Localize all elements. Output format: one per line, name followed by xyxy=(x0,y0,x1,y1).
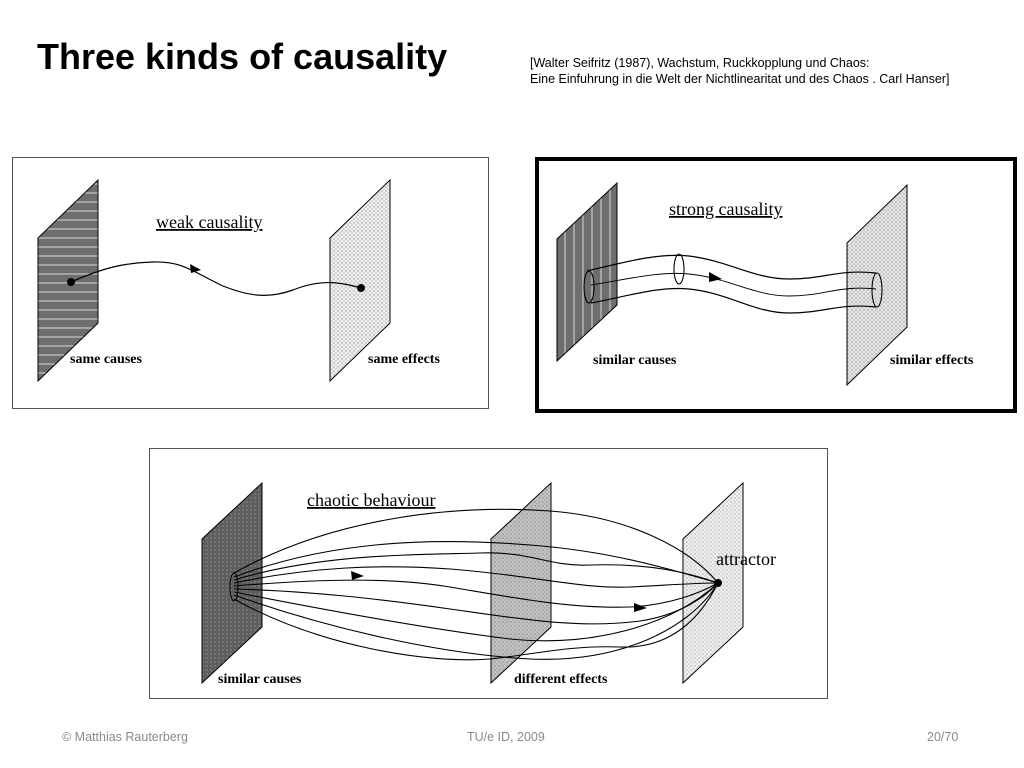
footer-course: TU/e ID, 2009 xyxy=(467,730,545,744)
chaotic-behaviour-heading: chaotic behaviour xyxy=(307,490,435,510)
causal-trajectory xyxy=(70,261,362,296)
footer-page-number: 20/70 xyxy=(927,730,959,744)
effect-plane xyxy=(329,178,391,383)
reference-line-1: [Walter Seifritz (1987), Wachstum, Ruckk… xyxy=(530,56,870,70)
same-effects-label: same effects xyxy=(368,352,440,367)
weak-causality-diagram: weak causality same causes same effects xyxy=(37,178,440,383)
direction-arrow xyxy=(709,272,722,282)
weak-causality-panel: weak causality same causes same effects xyxy=(12,157,489,409)
strong-causality-heading: strong causality xyxy=(669,199,782,219)
tube-lower-edge xyxy=(590,287,877,314)
different-effects-label: different effects xyxy=(514,672,608,687)
trajectory-1 xyxy=(233,508,719,584)
trajectory-7 xyxy=(233,582,719,642)
trajectory-2 xyxy=(233,540,719,584)
effect-point xyxy=(357,284,365,292)
similar-causes-label: similar causes xyxy=(218,672,302,687)
attractor-point xyxy=(714,579,722,587)
similar-causes-label: similar causes xyxy=(593,353,677,368)
effect-plane xyxy=(846,183,908,387)
direction-arrow-1 xyxy=(351,571,364,580)
chaotic-behaviour-diagram: chaotic behaviour attractor similar caus… xyxy=(201,481,776,687)
slide-title: Three kinds of causality xyxy=(37,36,448,77)
weak-causality-heading: weak causality xyxy=(156,212,262,232)
footer-author: © Matthias Rauterberg xyxy=(62,730,188,744)
reference-line-2: Eine Einfuhrung in die Welt der Nichtlin… xyxy=(530,72,950,86)
tube-start-ring xyxy=(583,270,595,304)
similar-effects-label: similar effects xyxy=(890,353,974,368)
strong-causality-panel: strong causality similar causes similar … xyxy=(535,157,1017,413)
different-effects-plane xyxy=(490,481,552,685)
chaotic-trajectories xyxy=(233,508,719,661)
direction-arrow-2 xyxy=(634,603,647,612)
attractor-label: attractor xyxy=(716,549,776,569)
trajectory-4 xyxy=(233,566,719,588)
tube-end-ring xyxy=(871,272,883,308)
trajectory-5 xyxy=(233,579,719,608)
strong-causality-diagram: strong causality similar causes similar … xyxy=(556,181,974,387)
reference-citation: [Walter Seifritz (1987), Wachstum, Ruckk… xyxy=(530,55,949,87)
cause-plane xyxy=(201,481,263,685)
cause-point xyxy=(67,278,75,286)
chaotic-behaviour-panel: chaotic behaviour attractor similar caus… xyxy=(149,448,828,699)
tube-middle-ring xyxy=(673,253,685,285)
trajectory-9 xyxy=(233,582,719,661)
direction-arrow xyxy=(190,264,201,273)
trajectory-3 xyxy=(233,552,719,584)
tube-inner-line xyxy=(590,272,877,297)
tube-upper-edge xyxy=(586,254,877,280)
same-causes-label: same causes xyxy=(70,352,142,367)
trajectory-8 xyxy=(233,582,719,660)
